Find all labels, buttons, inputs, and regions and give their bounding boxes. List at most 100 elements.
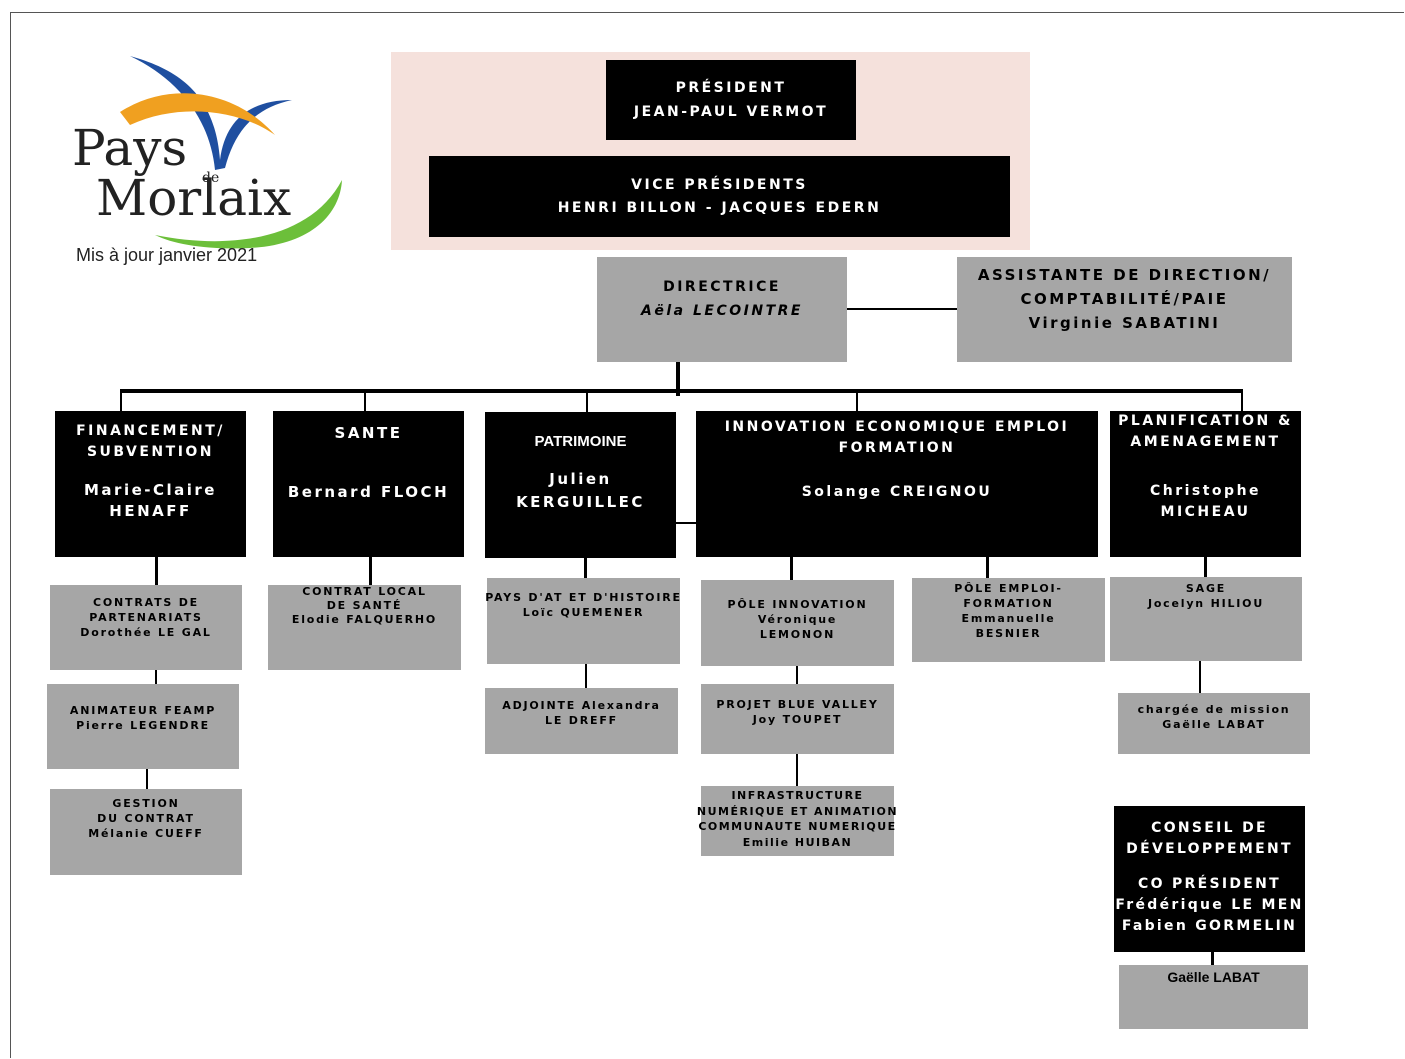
- subunit-sage: SAGE Jocelyn HILIOU: [1110, 577, 1302, 661]
- subunit-infrastructure-line4: Emilie HUIBAN: [742, 835, 853, 849]
- connector-bus-financement: [120, 389, 122, 411]
- dept-innovation-line1: INNOVATION ECONOMIQUE EMPLOI: [724, 419, 1070, 435]
- subunit-blue-valley-line2: Joy TOUPET: [752, 713, 843, 726]
- dept-sante-name: Bernard FLOCH: [287, 483, 450, 501]
- update-note: Mis à jour janvier 2021: [76, 245, 258, 265]
- connector-feamp-gestion: [146, 769, 148, 789]
- president-name: JEAN-PAUL VERMOT: [633, 104, 829, 120]
- vice-presidents-names: HENRI BILLON - JACQUES EDERN: [557, 199, 882, 216]
- subunit-pole-emploi-line4: BESNIER: [975, 627, 1042, 640]
- dept-planification: PLANIFICATION & AMENAGEMENT Christophe M…: [1110, 411, 1301, 557]
- subunit-pole-emploi: PÔLE EMPLOI- FORMATION Emmanuelle BESNIE…: [912, 578, 1105, 662]
- connector-bus-patrimoine: [586, 389, 588, 412]
- subunit-contrats-line3: Dorothée LE GAL: [80, 626, 212, 639]
- directrice-name: Aëla LECOINTRE: [641, 303, 803, 319]
- connector-bus-sante: [364, 389, 366, 411]
- connector-patrimoine-paysart: [584, 558, 587, 578]
- subunit-gestion-line2: DU CONTRAT: [97, 812, 195, 825]
- dept-sante: SANTE Bernard FLOCH: [273, 411, 464, 557]
- subunit-feamp-line2: Pierre LEGENDRE: [76, 719, 210, 732]
- subunit-sage-line1: SAGE: [1185, 582, 1227, 595]
- vice-presidents-box: VICE PRÉSIDENTS HENRI BILLON - JACQUES E…: [429, 156, 1010, 237]
- logo-text-morlaix: Morlaix: [96, 169, 291, 227]
- dept-planification-name2: MICHEAU: [1160, 504, 1251, 520]
- connector-paysart-adjointe: [585, 664, 587, 688]
- connector-contrats-feamp: [155, 670, 157, 684]
- dept-patrimoine-name2: KERGUILLEC: [516, 493, 645, 511]
- conseil-member-box: Gaëlle LABAT: [1119, 965, 1308, 1029]
- dept-patrimoine-title: PATRIMOINE: [534, 433, 627, 450]
- connector-patrimoine-innovation: [676, 522, 696, 524]
- connector-financement-contrats: [155, 557, 158, 585]
- subunit-infrastructure-line3: COMMUNAUTE NUMERIQUE: [698, 820, 897, 833]
- subunit-pole-emploi-line3: Emmanuelle: [961, 612, 1056, 625]
- subunit-gestion-line1: GESTION: [112, 797, 180, 810]
- subunit-pays-art: PAYS D'AT ET D'HISTOIRE Loïc QUEMENER: [485, 578, 682, 664]
- subunit-infrastructure: INFRASTRUCTURE NUMÉRIQUE ET ANIMATION CO…: [697, 786, 897, 856]
- connector-sage-chargee: [1199, 661, 1201, 693]
- subunit-chargee: chargée de mission Gaëlle LABAT: [1118, 693, 1310, 754]
- conseil-line3: CO PRÉSIDENT: [1138, 876, 1281, 892]
- subunit-contrat-sante: CONTRAT LOCAL DE SANTÉ Elodie FALQUERHO: [268, 585, 461, 670]
- subunit-adjointe-line2: LE DREFF: [545, 714, 618, 727]
- dept-financement-name1: Marie-Claire: [84, 481, 217, 499]
- dept-innovation-line2: FORMATION: [838, 440, 956, 456]
- logo-text-pays: Pays: [72, 119, 187, 177]
- subunit-gestion-line3: Mélanie CUEFF: [88, 827, 204, 840]
- subunit-adjointe: ADJOINTE Alexandra LE DREFF: [485, 688, 678, 754]
- subunit-pole-emploi-line1: PÔLE EMPLOI-: [954, 582, 1063, 595]
- conseil-developpement-box: CONSEIL DE DÉVELOPPEMENT CO PRÉSIDENT Fr…: [1114, 806, 1305, 952]
- connector-conseil-member: [1211, 952, 1214, 965]
- subunit-infrastructure-line1: INFRASTRUCTURE: [731, 789, 864, 802]
- subunit-contrat-sante-line1: CONTRAT LOCAL: [302, 585, 427, 598]
- conseil-line5: Fabien GORMELIN: [1121, 918, 1298, 934]
- conseil-line4: Frédérique LE MEN: [1115, 897, 1304, 913]
- assistante-box: ASSISTANTE DE DIRECTION/ COMPTABILITÉ/PA…: [957, 257, 1292, 362]
- conseil-member-name: Gaëlle LABAT: [1167, 969, 1260, 985]
- connector-innovation-emploi: [986, 557, 989, 578]
- subunit-contrat-sante-line2: DE SANTÉ: [326, 599, 403, 612]
- subunit-contrats-line1: CONTRATS DE: [93, 596, 199, 609]
- logo-text-de: de: [202, 170, 219, 186]
- connector-pole-bluevalley: [796, 666, 798, 684]
- dept-planification-line1: PLANIFICATION &: [1118, 413, 1293, 429]
- dept-sante-title: SANTE: [334, 424, 403, 442]
- connector-bus-planification: [1241, 389, 1243, 411]
- conseil-line2: DÉVELOPPEMENT: [1126, 841, 1293, 857]
- president-box: PRÉSIDENT JEAN-PAUL VERMOT: [606, 60, 856, 140]
- connector-bluevalley-infra: [796, 754, 798, 786]
- president-title: PRÉSIDENT: [675, 80, 787, 96]
- subunit-chargee-line2: Gaëlle LABAT: [1162, 718, 1266, 731]
- connector-directrice-assistante: [847, 308, 957, 310]
- subunit-blue-valley: PROJET BLUE VALLEY Joy TOUPET: [701, 684, 894, 754]
- page-frame: [10, 12, 1404, 1058]
- subunit-pays-art-line1: PAYS D'AT ET D'HISTOIRE: [485, 591, 682, 604]
- subunit-feamp: ANIMATEUR FEAMP Pierre LEGENDRE: [47, 684, 239, 769]
- dept-financement: FINANCEMENT/ SUBVENTION Marie-Claire HEN…: [55, 411, 246, 557]
- conseil-line1: CONSEIL DE: [1151, 820, 1268, 836]
- dept-patrimoine: PATRIMOINE Julien KERGUILLEC: [485, 412, 676, 558]
- subunit-pole-innovation-line2: Véronique: [757, 613, 838, 626]
- subunit-feamp-line1: ANIMATEUR FEAMP: [69, 704, 217, 717]
- subunit-contrat-sante-line3: Elodie FALQUERHO: [291, 613, 438, 626]
- dept-planification-name1: Christophe: [1149, 483, 1262, 499]
- connector-directrice-down: [676, 362, 680, 396]
- assistante-name: Virginie SABATINI: [1028, 314, 1221, 332]
- directrice-box: DIRECTRICE Aëla LECOINTRE: [597, 257, 847, 362]
- subunit-pole-innovation-line3: LEMONON: [759, 628, 836, 641]
- dept-innovation-name: Solange CREIGNOU: [801, 484, 993, 500]
- vice-presidents-title: VICE PRÉSIDENTS: [631, 176, 808, 193]
- subunit-blue-valley-line1: PROJET BLUE VALLEY: [716, 698, 879, 711]
- dept-financement-name2: HENAFF: [109, 502, 192, 520]
- subunit-gestion: GESTION DU CONTRAT Mélanie CUEFF: [50, 789, 242, 875]
- dept-financement-line2: SUBVENTION: [86, 444, 215, 460]
- assistante-role-line1: ASSISTANTE DE DIRECTION/: [977, 266, 1272, 284]
- connector-horizontal-bus: [120, 389, 1243, 393]
- subunit-pole-innovation-line1: PÔLE INNOVATION: [727, 598, 868, 611]
- subunit-adjointe-line1: ADJOINTE Alexandra: [502, 699, 661, 712]
- subunit-chargee-line1: chargée de mission: [1137, 703, 1291, 716]
- subunit-pole-innovation: PÔLE INNOVATION Véronique LEMONON: [701, 580, 894, 666]
- pays-de-morlaix-logo: Pays de Morlaix: [72, 56, 342, 249]
- subunit-pays-art-line2: Loïc QUEMENER: [522, 606, 645, 619]
- connector-planification-sage: [1204, 557, 1207, 577]
